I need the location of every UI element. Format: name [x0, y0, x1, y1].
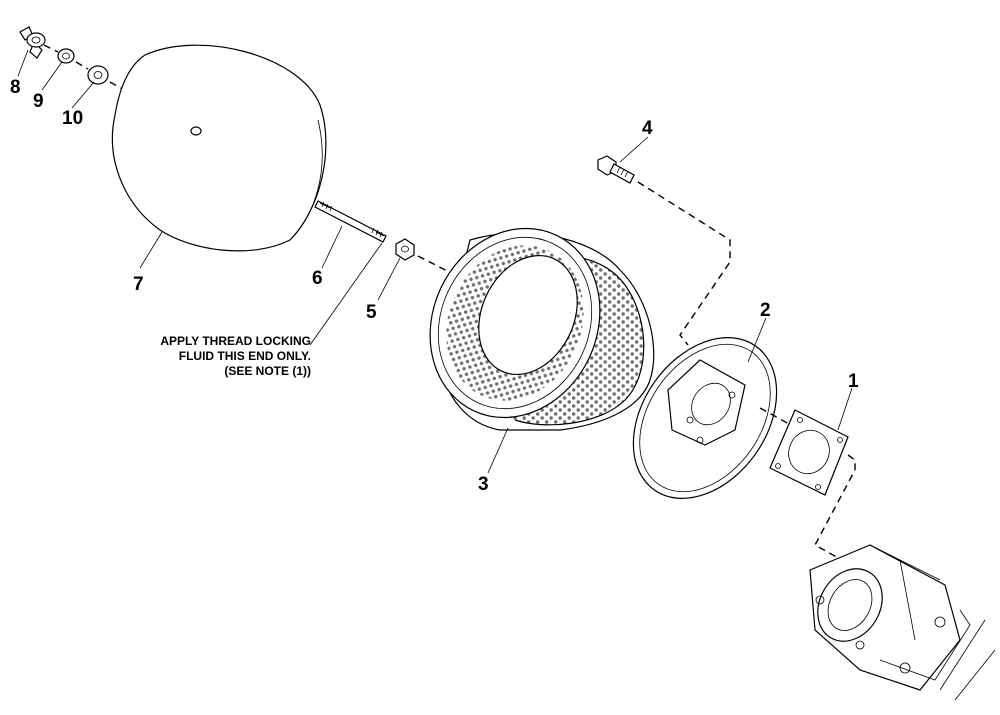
throttle-body-housing [809, 544, 996, 701]
callout-8: 8 [10, 77, 21, 98]
part-9-lock-washer [57, 48, 75, 64]
thread-locking-note: APPLY THREAD LOCKING FLUID THIS END ONLY… [160, 334, 311, 378]
part-3-filter-element [429, 227, 655, 431]
callout-2: 2 [760, 300, 771, 321]
callout-9: 9 [33, 91, 44, 112]
callout-labels: 1 2 3 4 5 6 7 8 9 10 [10, 77, 859, 495]
part-2-backplate [632, 337, 778, 499]
assembly-axis-bolt [637, 181, 731, 346]
part-10-washer [87, 65, 109, 85]
callout-10: 10 [62, 108, 83, 129]
note-line-1: APPLY THREAD LOCKING [160, 334, 311, 348]
callout-3: 3 [478, 474, 489, 495]
part-8-wing-nut [19, 26, 46, 59]
callout-6: 6 [312, 268, 323, 289]
callout-7: 7 [133, 274, 144, 295]
part-6-threaded-stud [314, 200, 387, 243]
part-1-gasket [769, 409, 849, 496]
callout-5: 5 [366, 302, 377, 323]
note-line-3: (SEE NOTE (1)) [224, 364, 311, 378]
leader-lines [17, 49, 853, 474]
callout-4: 4 [642, 118, 653, 139]
note-line-2: FLUID THIS END ONLY. [179, 349, 311, 363]
callout-1: 1 [848, 371, 859, 392]
part-5-nut [395, 238, 415, 261]
part-4-bolt [597, 155, 635, 184]
part-7-filter-cover [111, 44, 327, 252]
